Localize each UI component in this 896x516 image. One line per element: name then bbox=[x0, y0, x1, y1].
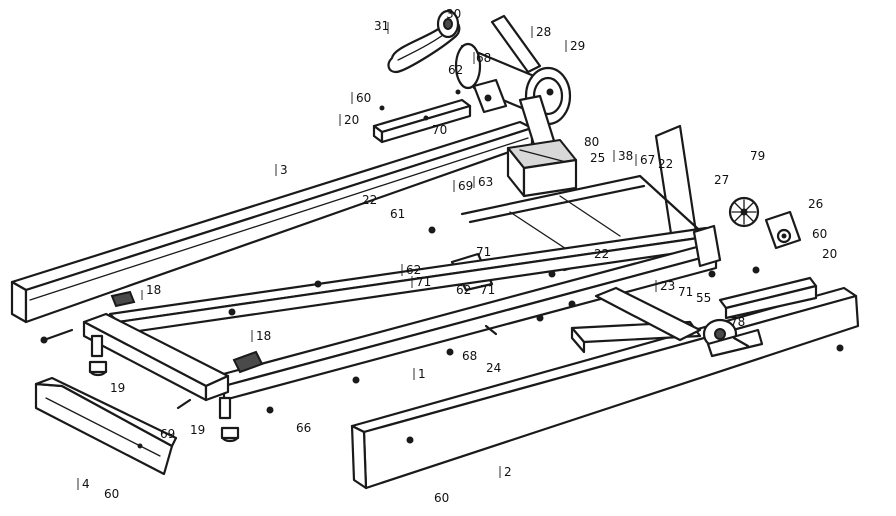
callout-38: 38 bbox=[618, 149, 633, 163]
end-cap bbox=[34, 376, 178, 476]
callout-31: 31 bbox=[374, 19, 389, 33]
leveling-foot-right bbox=[218, 396, 240, 443]
callout-2: 2 bbox=[504, 465, 512, 479]
fan bbox=[728, 196, 760, 228]
callout-60-rail: 60 bbox=[434, 491, 449, 505]
side-rail-right bbox=[350, 286, 860, 490]
callout-18-lower: 18 bbox=[256, 329, 271, 343]
part-callouts: 30 31 28 29 68 62 60 20 70 80 25 38 67 2… bbox=[82, 7, 837, 505]
lower-bracket bbox=[718, 276, 818, 320]
callout-71-right: 71 bbox=[678, 285, 693, 299]
callout-19-left: 19 bbox=[110, 381, 125, 395]
leveling-foot-left bbox=[88, 334, 108, 377]
callout-3: 3 bbox=[280, 163, 288, 177]
leader-lines bbox=[77, 22, 657, 490]
callout-69-endcap: 69 bbox=[160, 427, 175, 441]
corner-bracket-lower bbox=[232, 350, 264, 374]
pivot-arm bbox=[570, 286, 702, 354]
front-bolt bbox=[40, 328, 74, 344]
callout-29: 29 bbox=[570, 39, 585, 53]
callout-79: 79 bbox=[750, 149, 765, 163]
callout-67: 67 bbox=[640, 153, 655, 167]
callout-25: 25 bbox=[590, 151, 605, 165]
callout-71-left: 71 bbox=[416, 275, 431, 289]
callout-23: 23 bbox=[660, 279, 675, 293]
controller bbox=[764, 210, 802, 250]
callout-69-center: 69 bbox=[458, 179, 473, 193]
callout-62-left: 62 bbox=[406, 263, 421, 277]
callout-4: 4 bbox=[82, 477, 90, 491]
deck-support-block bbox=[506, 139, 578, 198]
callout-71-lower: 71 bbox=[480, 283, 495, 297]
callout-60-controller: 60 bbox=[812, 227, 827, 241]
corner-bracket-upper bbox=[110, 290, 136, 308]
motor bbox=[454, 42, 572, 126]
callout-68-motor: 68 bbox=[476, 51, 491, 65]
callout-24: 24 bbox=[486, 361, 501, 375]
rear-wheel bbox=[702, 318, 764, 358]
callout-27: 27 bbox=[714, 173, 729, 187]
callout-19-right: 19 bbox=[190, 423, 205, 437]
callout-78: 78 bbox=[730, 315, 745, 329]
callout-22-center: 22 bbox=[594, 247, 609, 261]
callout-1: 1 bbox=[418, 367, 426, 381]
callout-55: 55 bbox=[696, 291, 711, 305]
callout-80: 80 bbox=[584, 135, 599, 149]
callout-70: 70 bbox=[432, 123, 447, 137]
callout-66: 66 bbox=[296, 421, 311, 435]
callout-22-post: 22 bbox=[658, 157, 673, 171]
callout-61: 61 bbox=[390, 207, 405, 221]
callout-71-center: 71 bbox=[476, 245, 491, 259]
callout-62-motor: 62 bbox=[448, 63, 463, 77]
callout-68-lower: 68 bbox=[462, 349, 477, 363]
motor-mount bbox=[472, 78, 508, 114]
callout-18-upper: 18 bbox=[146, 283, 161, 297]
callout-20-lower: 20 bbox=[822, 247, 837, 261]
screws bbox=[176, 89, 844, 444]
callout-20-upper: 20 bbox=[344, 113, 359, 127]
callout-60-endcap: 60 bbox=[104, 487, 119, 501]
callout-30: 30 bbox=[446, 7, 461, 21]
callout-62-center: 62 bbox=[456, 283, 471, 297]
callout-60-upper: 60 bbox=[356, 91, 371, 105]
callout-63: 63 bbox=[478, 175, 493, 189]
callout-26: 26 bbox=[808, 197, 823, 211]
main-frame bbox=[82, 224, 722, 402]
pulley bbox=[436, 9, 460, 39]
callout-28: 28 bbox=[536, 25, 551, 39]
callout-22-frame: 22 bbox=[362, 193, 377, 207]
upper-bracket bbox=[372, 98, 472, 144]
